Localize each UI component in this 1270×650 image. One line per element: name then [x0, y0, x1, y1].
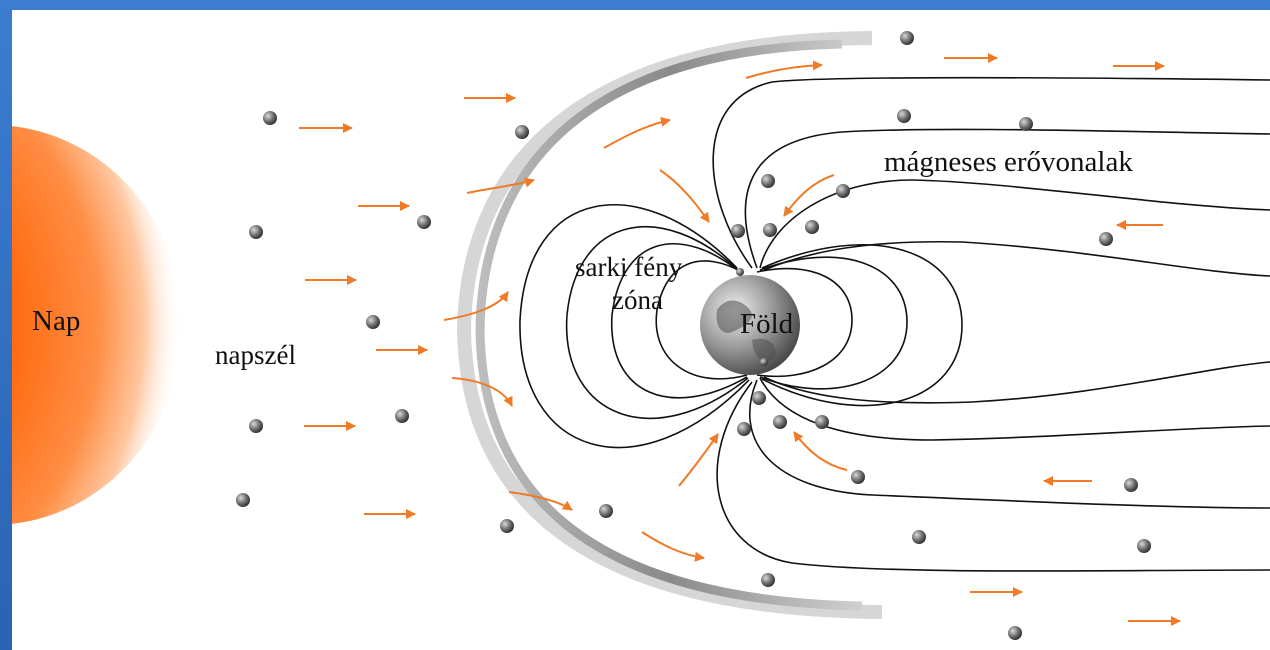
particle-dot-icon: [752, 391, 766, 405]
magnetopause: [456, 31, 883, 619]
aurora-zone-label-line2: zóna: [612, 285, 663, 315]
earth: [700, 275, 800, 375]
particle-dot-icon: [836, 184, 850, 198]
magnetosphere-diagram: [12, 31, 1270, 640]
particle-dot-icon: [736, 268, 744, 276]
arrow-curve-icon: [508, 491, 573, 511]
field-lines-label: mágneses erővonalak: [884, 146, 1133, 178]
arrow-curve-icon: [793, 431, 848, 471]
solar-wind-arrows: [299, 53, 1181, 626]
arrow-curve-icon: [466, 177, 535, 194]
particle-dot-icon: [366, 315, 380, 329]
particle-dot-icon: [599, 504, 613, 518]
arrow-curve-icon: [678, 433, 719, 487]
particle-dot-icon: [1137, 539, 1151, 553]
solar-wind-label: napszél: [215, 340, 296, 370]
particle-dot-icon: [737, 422, 751, 436]
particle-dot-icon: [1099, 232, 1113, 246]
particle-dot-icon: [236, 493, 250, 507]
particle-dot-icon: [249, 225, 263, 239]
particle-dot-icon: [417, 215, 431, 229]
particle-dot-icon: [773, 415, 787, 429]
particle-dot-icon: [763, 223, 777, 237]
particle-dot-icon: [805, 220, 819, 234]
particle-dot-icon: [761, 573, 775, 587]
arrow-curve-icon: [745, 60, 823, 79]
sun-label: Nap: [32, 305, 81, 337]
particle-dot-icon: [851, 470, 865, 484]
particle-dot-icon: [249, 419, 263, 433]
particle-dot-icon: [815, 415, 829, 429]
arrow-curve-icon: [783, 174, 835, 217]
arrow-curve-icon: [659, 169, 710, 223]
diagram-canvas: Nap napszél sarki fény zóna Föld mágnese…: [12, 10, 1270, 650]
arrow-curve-icon: [451, 377, 513, 407]
particle-dot-icon: [761, 174, 775, 188]
sun: [12, 126, 182, 524]
particle-dot-icon: [395, 409, 409, 423]
particle-dot-icon: [912, 530, 926, 544]
earth-label: Föld: [740, 308, 794, 340]
particle-dot-icon: [1019, 117, 1033, 131]
sun-glow-icon: [12, 126, 182, 524]
particle-dot-icon: [897, 109, 911, 123]
particle-dot-icon: [500, 519, 514, 533]
particle-dot-icon: [515, 125, 529, 139]
particle-dot-icon: [900, 31, 914, 45]
field-lines: [519, 76, 1270, 572]
aurora-zone-label-line1: sarki fény: [575, 252, 683, 282]
particle-dot-icon: [760, 358, 768, 366]
particle-dot-icon: [731, 224, 745, 238]
particles: [236, 31, 1151, 640]
particle-dot-icon: [263, 111, 277, 125]
particle-dot-icon: [1008, 626, 1022, 640]
arrow-curve-icon: [443, 291, 509, 321]
particle-dot-icon: [1124, 478, 1138, 492]
arrow-curve-icon: [641, 531, 705, 562]
arrow-curve-icon: [603, 117, 671, 149]
